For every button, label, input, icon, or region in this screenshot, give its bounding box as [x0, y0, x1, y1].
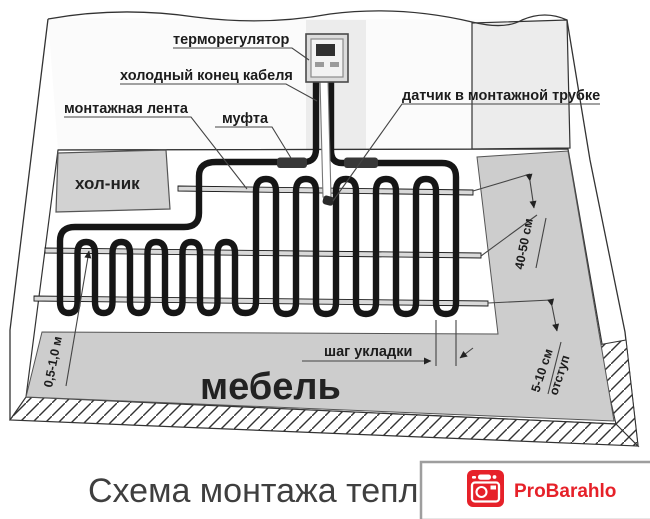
camera-icon-dash — [472, 476, 476, 479]
sensor-label: датчик в монтажной трубке — [402, 88, 600, 104]
thermostat-label: терморегулятор — [173, 32, 289, 48]
furniture-label: мебель — [200, 366, 341, 408]
dim-cold-zone-line — [65, 250, 92, 387]
mounting-tape-label: монтажная лента — [64, 101, 189, 117]
leader-thermostat — [173, 47, 310, 61]
watermark-brand-text: ProBarahlo — [514, 481, 616, 502]
diagram-caption: Схема монтажа тепло — [88, 472, 438, 510]
leader-cold-end — [120, 83, 318, 102]
left-outer-edge — [9, 18, 49, 420]
ext-line-tape1 — [472, 173, 531, 192]
cable-couplings — [277, 157, 378, 168]
thermostat-button-right — [330, 62, 339, 67]
camera-icon-lens — [475, 485, 488, 499]
callout-leaders — [64, 47, 600, 202]
coupling-right — [344, 157, 378, 168]
fridge-label: хол-ник — [75, 174, 140, 193]
thermostat-unit — [305, 33, 349, 83]
dim-row-spacing-underline — [535, 217, 547, 269]
dim-offset-arrow — [547, 298, 560, 332]
ext-line-tape2 — [480, 214, 538, 257]
camera-icon-screen — [490, 485, 496, 490]
thermostat-button-left — [315, 62, 324, 67]
camera-icon-pill — [478, 474, 491, 480]
watermark-box: ProBarahlo — [419, 460, 650, 519]
heating-cable — [56, 74, 460, 318]
dimension-lines — [65, 173, 562, 395]
camera-icon-dot — [492, 475, 497, 479]
laying-step-label: шаг укладки — [324, 344, 412, 360]
cold-end-label: холодный конец кабеля — [120, 68, 293, 84]
watermark-frame — [419, 460, 650, 519]
dim-offset-underline — [547, 341, 562, 395]
leader-mounting-tape — [64, 116, 248, 190]
sensor-tip — [322, 195, 335, 206]
dim-row-spacing-arrow — [525, 173, 537, 209]
coupling-left — [277, 157, 307, 168]
right-wall-column — [471, 19, 571, 150]
thermostat-display — [316, 44, 335, 56]
leader-coupling — [215, 126, 292, 159]
dim-laying-step-arrow2 — [459, 347, 474, 359]
probarahlo-logo-icon — [467, 470, 504, 507]
wall-top-wavy-edge — [47, 10, 568, 27]
leader-sensor — [332, 103, 600, 202]
camera-icon-body — [470, 481, 501, 503]
ext-line-offset — [487, 299, 552, 304]
coupling-label: муфта — [222, 111, 269, 127]
fridge-zone — [55, 149, 171, 213]
